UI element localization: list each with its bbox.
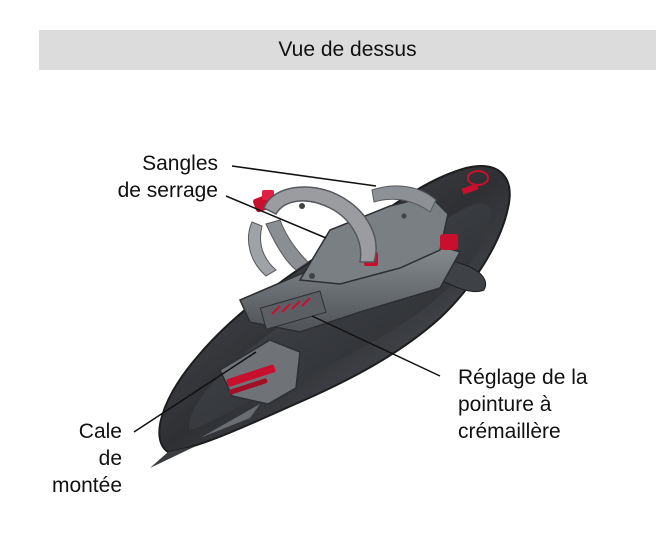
leader-size-adjust — [311, 315, 441, 377]
header-bar: Vue de dessus — [39, 30, 656, 70]
snowshoe-tail — [150, 446, 196, 468]
label-size-adjust: Réglage de la pointure à crémaillère — [458, 366, 588, 443]
strap-front — [263, 186, 377, 263]
label-climbing-wedge: Cale de montée — [51, 420, 122, 497]
page-title: Vue de dessus — [278, 38, 417, 61]
strap-rear — [265, 219, 309, 271]
leader-lines — [133, 165, 441, 433]
leader-straps-2 — [225, 195, 327, 239]
brand-logo-mark — [467, 170, 489, 186]
leader-straps-1 — [231, 165, 377, 187]
leader-climbing-wedge — [133, 351, 257, 433]
buckle-right — [440, 234, 458, 250]
label-straps: Sangles de serrage — [117, 152, 218, 202]
climbing-wedge — [226, 364, 276, 387]
size-rack — [259, 290, 327, 330]
